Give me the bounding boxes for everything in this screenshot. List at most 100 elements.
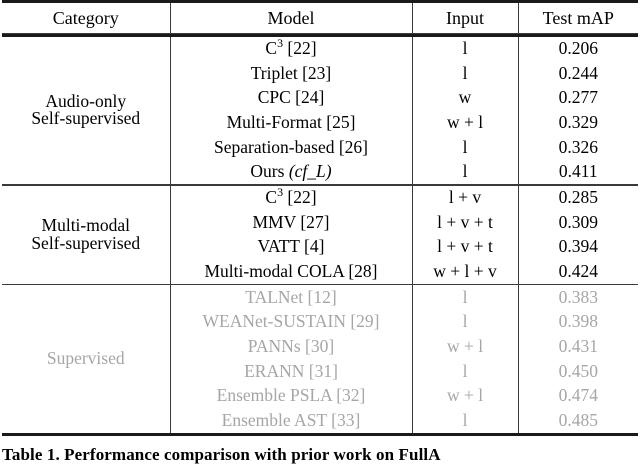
model-cell: MMV [27] — [169, 210, 412, 235]
input-cell: w + l — [411, 110, 518, 136]
model-name: Multi-modal COLA [28] — [204, 260, 378, 281]
model-name: TALNet [12] — [245, 286, 337, 307]
category-label-line2: Self-supervised — [31, 108, 141, 129]
section-separator-1 — [2, 184, 638, 186]
section-separator-2-line — [2, 283, 638, 286]
input-cell: w — [411, 85, 518, 111]
section-separator-2 — [2, 283, 638, 286]
model-name: VATT [4] — [257, 236, 325, 257]
model-name: PANNs [30] — [247, 335, 335, 356]
model-name: CPC [24] — [257, 87, 325, 108]
category-cell: Supervised — [2, 285, 170, 433]
test-map-cell: 0.206 — [517, 36, 638, 62]
test-map-cell: 0.411 — [517, 159, 638, 185]
table-bottom-rule-line — [2, 432, 638, 436]
test-map-cell: 0.450 — [517, 359, 638, 384]
test-map-cell: 0.329 — [517, 110, 638, 136]
category-label-line1: Audio-only — [45, 90, 127, 111]
column-header-test-map: Test mAP — [517, 3, 638, 33]
test-map-cell: 0.474 — [517, 383, 638, 409]
model-cell: C3 [22] — [169, 36, 412, 62]
test-map-cell: 0.326 — [517, 135, 638, 160]
header-thin-rule — [2, 33, 638, 35]
table-top-rule-line — [2, 0, 638, 3]
header-thick-rule — [2, 34, 638, 37]
input-cell: l — [411, 359, 518, 384]
model-name: Ensemble PSLA [32] — [216, 385, 366, 406]
test-map-cell: 0.383 — [517, 285, 638, 310]
test-map-cell: 0.277 — [517, 85, 638, 111]
input-cell: l + v + t — [411, 210, 518, 235]
input-cell: l — [411, 61, 518, 86]
model-cell: Ensemble PSLA [32] — [169, 383, 412, 409]
model-cell: Triplet [23] — [169, 61, 412, 86]
header-thin-rule-line — [2, 33, 638, 35]
column-header-category: Category — [52, 8, 119, 28]
model-name: ERANN [31] — [244, 360, 338, 381]
header-thick-rule-line — [2, 34, 638, 37]
category-label-line1: Supervised — [46, 348, 125, 369]
model-cell: Multi-Format [25] — [169, 110, 412, 136]
category-label-line2: Self-supervised — [31, 232, 141, 253]
section-separator-1-line — [2, 184, 638, 186]
model-name: WEANet-SUSTAIN [29] — [202, 311, 380, 332]
model-name: Multi-Format [25] — [226, 112, 356, 133]
model-cell: CPC [24] — [169, 85, 412, 111]
input-cell: l — [411, 159, 518, 185]
input-cell: w + l — [411, 383, 518, 409]
column-header-input: Input — [411, 3, 518, 33]
model-reference: [22] — [283, 38, 317, 59]
model-cell: Ensemble AST [33] — [169, 408, 412, 433]
input-cell: w + l — [411, 334, 518, 359]
model-cell: Ours (cf_L) — [169, 159, 412, 185]
table-caption: Table 1. Performance comparison with pri… — [2, 445, 441, 464]
model-name: Triplet [23] — [250, 62, 332, 83]
model-name: C — [265, 38, 278, 59]
model-cell: PANNs [30] — [169, 334, 412, 359]
test-map-cell: 0.285 — [517, 185, 638, 211]
input-cell: l — [411, 36, 518, 62]
test-map-cell: 0.309 — [517, 210, 638, 235]
model-superscript: 3 — [277, 36, 284, 51]
test-map-cell: 0.244 — [517, 61, 638, 86]
table-top-rule — [2, 0, 638, 3]
test-map-cell: 0.431 — [517, 334, 638, 359]
input-cell: l — [411, 309, 518, 335]
model-cell: WEANet-SUSTAIN [29] — [169, 309, 412, 335]
model-name: C — [265, 187, 278, 208]
input-cell: l + v — [411, 185, 518, 211]
model-cell: ERANN [31] — [169, 359, 412, 384]
model-cell: TALNet [12] — [169, 285, 412, 310]
test-map-cell: 0.398 — [517, 309, 638, 335]
test-map-cell: 0.394 — [517, 234, 638, 260]
test-map-cell: 0.485 — [517, 408, 638, 433]
model-cell: C3 [22] — [169, 185, 412, 211]
model-name: Ours — [250, 161, 285, 182]
input-cell: l — [411, 408, 518, 433]
model-variant: (cf_L) — [288, 161, 332, 182]
input-cell: l — [411, 285, 518, 310]
model-name: Separation-based [26] — [213, 136, 369, 157]
model-superscript: 3 — [277, 185, 284, 200]
model-reference: [22] — [283, 187, 317, 208]
input-cell: l + v + t — [411, 234, 518, 260]
model-name: MMV [27] — [252, 211, 330, 232]
